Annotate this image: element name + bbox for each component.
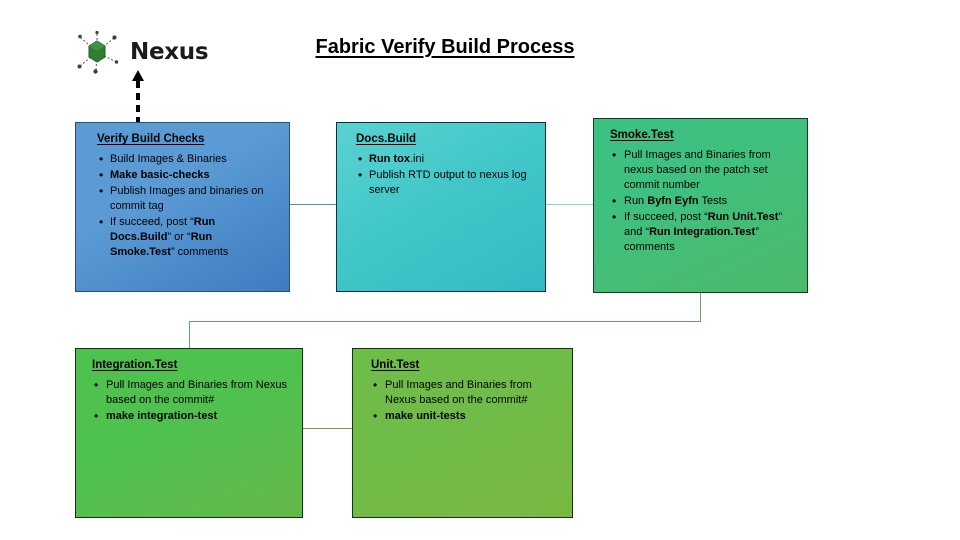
list-item: Pull Images and Binaries from nexus base… <box>606 147 795 193</box>
list-item: Pull Images and Binaries from Nexus base… <box>365 377 560 408</box>
list-item: Run tox.ini <box>349 151 533 167</box>
list-item: make integration-test <box>88 408 290 424</box>
list-item: If succeed, post “Run Unit.Test” and “Ru… <box>606 209 795 255</box>
list-item: make unit-tests <box>365 408 560 424</box>
box-unit-title: Unit.Test <box>371 359 420 371</box>
connector-docs-to-smoke <box>546 204 593 205</box>
connector-smoke-to-integration <box>189 321 190 348</box>
nexus-logo: Nexus <box>72 28 257 78</box>
nexus-logo-label: Nexus <box>130 38 209 65</box>
box-verify-title: Verify Build Checks <box>97 133 205 145</box>
box-smoke-list: Pull Images and Binaries from nexus base… <box>606 147 795 255</box>
box-integration-test[interactable]: Integration.Test Pull Images and Binarie… <box>75 348 303 518</box>
dashed-up-arrow <box>131 70 145 124</box>
list-item: Run Byfn Eyfn Tests <box>606 193 795 209</box>
box-unit-test[interactable]: Unit.Test Pull Images and Binaries from … <box>352 348 573 518</box>
box-verify-build-checks[interactable]: Verify Build Checks Build Images & Binar… <box>75 122 290 292</box>
box-verify-list: Build Images & Binaries Make basic-check… <box>88 151 277 260</box>
box-docs-build[interactable]: Docs.Build Run tox.ini Publish RTD outpu… <box>336 122 546 292</box>
list-item: Build Images & Binaries <box>88 151 277 167</box>
list-item: Make basic-checks <box>88 167 277 183</box>
connector-smoke-drop <box>700 293 701 321</box>
connector-smoke-across <box>189 321 701 322</box>
box-integration-title: Integration.Test <box>92 359 178 371</box>
connector-verify-to-docs <box>290 204 336 205</box>
box-docs-title: Docs.Build <box>356 133 417 145</box>
box-unit-list: Pull Images and Binaries from Nexus base… <box>365 377 560 424</box>
list-item: Pull Images and Binaries from Nexus base… <box>88 377 290 408</box>
box-smoke-title: Smoke.Test <box>610 129 674 141</box>
box-smoke-test[interactable]: Smoke.Test Pull Images and Binaries from… <box>593 118 808 293</box>
list-item: Publish Images and binaries on commit ta… <box>88 183 277 214</box>
page-title: Fabric Verify Build Process <box>315 36 575 58</box>
box-docs-list: Run tox.ini Publish RTD output to nexus … <box>349 151 533 198</box>
list-item: If succeed, post “Run Docs.Build” or “Ru… <box>88 214 277 260</box>
box-integration-list: Pull Images and Binaries from Nexus base… <box>88 377 290 424</box>
list-item: Publish RTD output to nexus log server <box>349 167 533 198</box>
connector-integration-to-unit <box>303 428 352 429</box>
nexus-node-icon <box>72 28 124 78</box>
